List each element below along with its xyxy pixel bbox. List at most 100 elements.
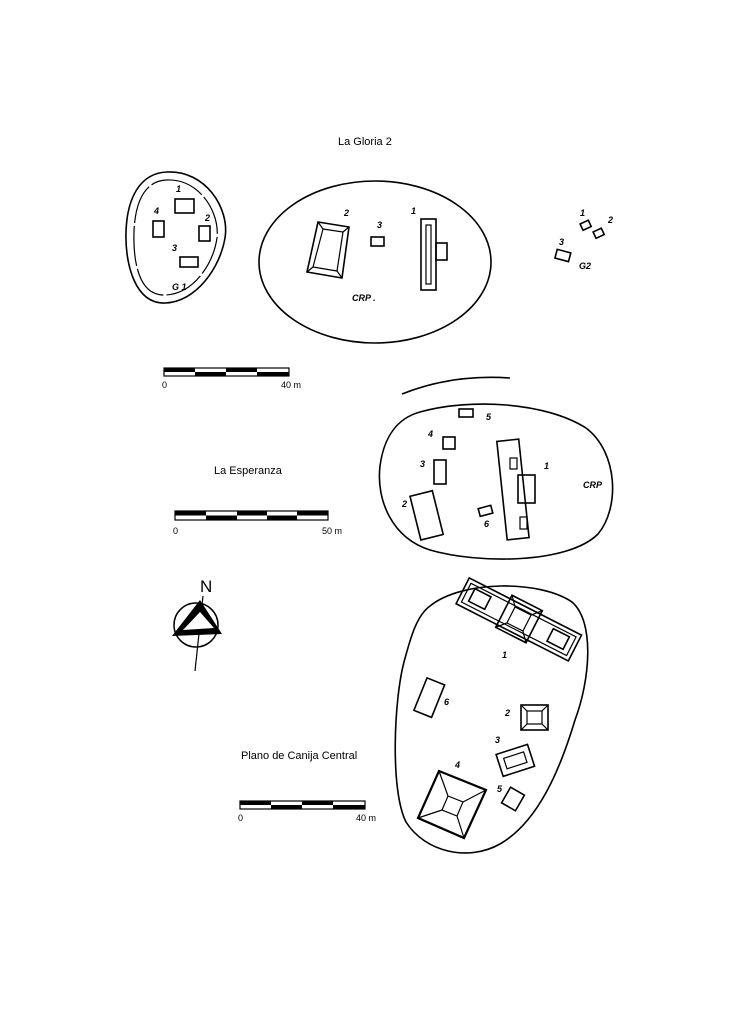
scale-bar-segment — [267, 515, 297, 520]
scale-bar-gloria: 0 40 m — [162, 367, 301, 390]
scale-bar-segment — [257, 372, 289, 376]
scale-bar-segment — [271, 805, 302, 809]
canija-structure-4 — [416, 769, 488, 840]
gloria-crp-structure-2-edge — [336, 270, 343, 279]
title-canija-central: Plano de Canija Central — [241, 750, 358, 762]
canija-label-6: 6 — [444, 697, 450, 707]
g2-label-2: 2 — [607, 215, 613, 225]
esperanza-label-2: 2 — [401, 499, 407, 509]
scale-bar-segment — [240, 801, 271, 805]
canija-label-2: 2 — [504, 708, 510, 718]
esperanza-structure-5 — [458, 408, 474, 418]
gloria-crp-group: 1 2 3 CRP . — [258, 180, 492, 344]
g1-label-3: 3 — [172, 243, 177, 253]
scale-bar-segment — [302, 801, 333, 805]
gloria-crp-label-1: 1 — [411, 206, 416, 216]
canija-structure-2-edge — [520, 704, 528, 712]
canija-structure-2-edge — [541, 723, 549, 731]
scale-gloria-end: 40 m — [281, 380, 301, 390]
gloria-crp-structure-1 — [420, 218, 437, 291]
g2-structure-1 — [579, 219, 593, 232]
scale-bar-segment — [333, 805, 365, 809]
esperanza-structure-4 — [442, 436, 456, 450]
g1-outer-boundary — [125, 171, 227, 304]
north-label: N — [200, 577, 212, 596]
esperanza-structure-1-room — [509, 457, 518, 470]
scale-bar-segment — [237, 511, 267, 516]
gloria-crp-boundary — [258, 180, 492, 344]
scale-bar-segment — [164, 368, 195, 372]
gloria-crp-structure-2-edge — [342, 226, 350, 233]
g1-inner-boundary — [133, 179, 218, 296]
gloria-crp-group-label: CRP . — [352, 293, 376, 303]
scale-gloria-start: 0 — [162, 380, 167, 390]
esperanza-structure-3 — [433, 459, 447, 485]
esperanza-structure-1-room — [519, 516, 528, 530]
esperanza-label-1: 1 — [544, 461, 549, 471]
scale-canija-end: 40 m — [356, 813, 376, 823]
scale-canija-start: 0 — [238, 813, 243, 823]
g1-label-4: 4 — [153, 206, 159, 216]
g1-structure-4 — [152, 220, 165, 238]
canija-structure-6 — [412, 676, 446, 719]
esperanza-label-5: 5 — [486, 412, 492, 422]
scale-esperanza-end: 50 m — [322, 526, 342, 536]
gloria-crp-structure-2-inner — [312, 228, 344, 272]
scale-bar-segment — [206, 515, 237, 520]
esperanza-label-4: 4 — [427, 429, 433, 439]
gloria-g2-group: 1 2 3 G2 — [553, 208, 613, 271]
g1-label-2: 2 — [204, 213, 210, 223]
g1-group-label: G 1 — [172, 282, 187, 292]
scale-bar-segment — [226, 368, 257, 372]
g2-label-3: 3 — [559, 237, 564, 247]
esperanza-boundary — [378, 403, 614, 560]
esperanza-group-label: CRP — [583, 480, 603, 490]
scale-bar-segment — [297, 511, 328, 516]
canija-structure-2-edge — [520, 723, 528, 731]
canija-label-3: 3 — [495, 735, 500, 745]
scale-bar-canija: 0 40 m — [238, 800, 376, 823]
gloria-crp-structure-1-inner — [425, 224, 432, 285]
esperanza-structure-1-annex — [517, 474, 536, 504]
esperanza-label-3: 3 — [420, 459, 425, 469]
g2-label-1: 1 — [580, 208, 585, 218]
title-la-gloria-2: La Gloria 2 — [338, 136, 392, 148]
gloria-crp-structure-2-edge — [306, 266, 314, 273]
canija-structure-1 — [454, 576, 583, 663]
canija-structure-2-inner — [526, 710, 543, 725]
esperanza-structure-1 — [495, 438, 530, 541]
esperanza-arc — [401, 376, 511, 395]
gloria-crp-label-2: 2 — [343, 208, 349, 218]
gloria-crp-structure-2-edge — [317, 221, 324, 230]
canija-group: 1 2 3 4 5 6 — [394, 576, 589, 854]
canija-label-4: 4 — [454, 760, 460, 770]
esperanza-structure-6 — [477, 504, 494, 518]
canija-structure-3 — [495, 743, 536, 778]
g1-label-1: 1 — [176, 184, 181, 194]
g2-structure-2 — [592, 227, 606, 240]
canija-structure-5 — [500, 786, 526, 812]
esperanza-group: 1 2 3 4 5 6 CRP — [378, 376, 614, 560]
canija-structure-2-edge — [541, 704, 549, 712]
north-arrow-circle — [173, 602, 219, 648]
canija-boundary — [394, 585, 589, 854]
canija-structure-2 — [520, 704, 549, 731]
gloria-crp-structure-3 — [370, 236, 385, 247]
scale-bar-segment — [195, 372, 226, 376]
scale-bar-segment — [175, 511, 206, 516]
gloria-crp-structure-1-annex — [435, 242, 448, 261]
g2-group-label: G2 — [579, 261, 591, 271]
canija-label-1: 1 — [502, 650, 507, 660]
g1-structure-2 — [198, 225, 211, 242]
g2-structure-3 — [553, 248, 572, 263]
scale-bar-esperanza: 0 50 m — [173, 510, 342, 536]
gloria-g1-group: 1 2 3 4 G 1 — [125, 171, 227, 304]
esperanza-label-6: 6 — [484, 519, 490, 529]
north-arrow-pointer-inner — [183, 612, 214, 630]
esperanza-structure-2 — [409, 489, 445, 541]
g1-structure-3 — [179, 256, 199, 268]
g1-structure-1 — [174, 198, 195, 214]
gloria-crp-label-3: 3 — [377, 220, 382, 230]
canija-label-5: 5 — [497, 784, 503, 794]
